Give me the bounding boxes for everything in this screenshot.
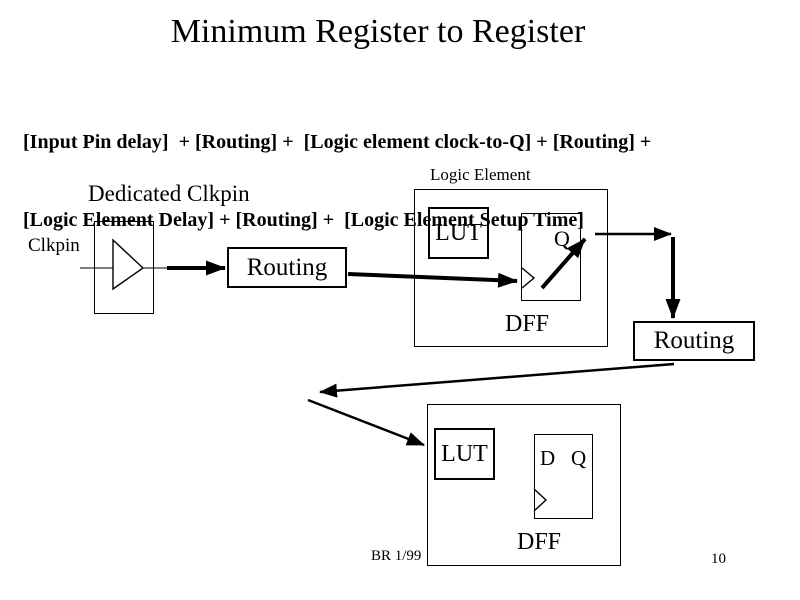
footer-author-date: BR 1/99 [371, 548, 422, 564]
lut-box-1-label: LUT [435, 219, 482, 246]
dedicated-clkpin-label: Dedicated Clkpin [88, 181, 250, 206]
dff2-d-label: D [540, 446, 556, 470]
timing-formula: [Input Pin delay] + [Routing] + [Logic e… [23, 77, 651, 285]
lut-box-2-label: LUT [441, 440, 488, 467]
timing-formula-line1: [Input Pin delay] + [Routing] + [Logic e… [23, 131, 652, 153]
dff1-label: DFF [505, 311, 550, 337]
dff2-label: DFF [517, 529, 562, 555]
routing-box-2-label: Routing [653, 327, 735, 354]
clkpin-label: Clkpin [28, 235, 80, 256]
dff1-q-label: Q [554, 226, 570, 251]
logic-element-1-box [414, 189, 608, 347]
logic-element-2-box [427, 404, 621, 566]
arrow-routing2-feedback-left [319, 362, 675, 398]
page-title: Minimum Register to Register [170, 13, 586, 50]
routing-box-1: Routing [227, 247, 347, 288]
lut-box-1: LUT [428, 207, 489, 259]
arrow-to-logic-element2 [307, 398, 425, 447]
timing-formula-line2: [Logic Element Delay] + [Routing] + [Log… [23, 209, 584, 231]
routing-box-2: Routing [633, 321, 755, 361]
routing-box-1-label: Routing [246, 253, 328, 281]
page-number: 10 [711, 551, 726, 567]
logic-element1-title: Logic Element [430, 165, 531, 184]
dff-box-2 [534, 434, 593, 519]
dff2-q-label: Q [571, 446, 587, 470]
lut-box-2: LUT [434, 428, 495, 480]
